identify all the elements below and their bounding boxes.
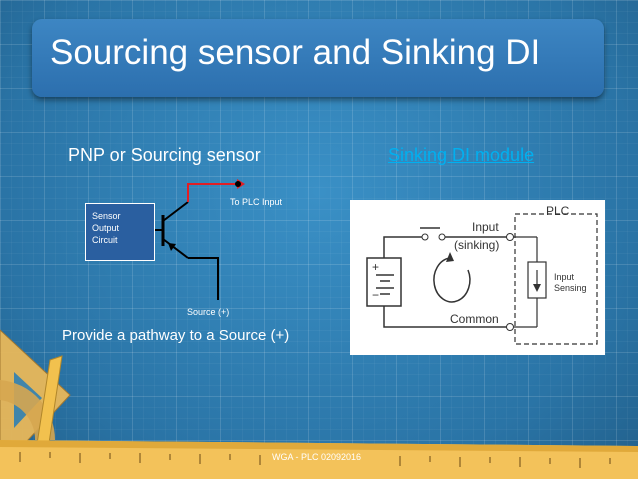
input-sensing-label: Input Sensing: [554, 272, 587, 293]
battery-box: [366, 257, 402, 307]
battery-minus: −: [372, 288, 380, 302]
emitter-arrow: [168, 243, 176, 251]
plc-input-terminal: [235, 181, 241, 187]
sensor-box-line-3: Circuit: [92, 235, 118, 245]
sinking-label: (sinking): [454, 238, 500, 252]
caption: Provide a pathway to a Source (+): [62, 327, 290, 344]
sinking-di-diagram: + − PLC Input (sinking) Common Input Sen…: [350, 200, 605, 355]
right-heading-link[interactable]: Sinking DI module: [388, 145, 535, 165]
left-heading: PNP or Sourcing sensor: [68, 145, 261, 165]
current-loop-arrow: [433, 257, 471, 303]
title-bar: Sourcing sensor and Sinking DI: [32, 19, 604, 97]
slide-title: Sourcing sensor and Sinking DI: [50, 33, 541, 72]
collector-lead: [162, 238, 189, 259]
sensor-output-circuit-box: Sensor Output Circuit: [85, 203, 155, 261]
sensor-box-line-2: Output: [92, 223, 120, 233]
source-label: Source (+): [187, 307, 230, 317]
plc-label: PLC: [546, 204, 570, 218]
to-plc-input-label: To PLC Input: [230, 197, 283, 207]
emitter-lead: [162, 201, 189, 222]
sinking-circuit-drawing: [366, 213, 598, 345]
footer-label: WGA - PLC 02092016: [272, 452, 362, 462]
plc-dashed-box: [514, 213, 598, 345]
source-wire: [188, 257, 219, 300]
input-label: Input: [472, 220, 499, 234]
common-label: Common: [450, 312, 499, 326]
red-wire: [187, 183, 237, 202]
battery-plus: +: [372, 260, 380, 274]
sensor-box-line-1: Sensor: [92, 211, 121, 221]
